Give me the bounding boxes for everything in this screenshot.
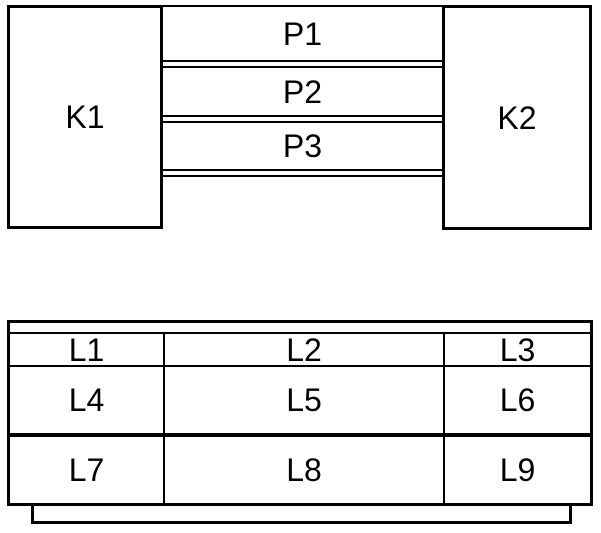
drawer-l2-label: L2: [286, 331, 322, 368]
drawer-cell-l9: L9: [445, 437, 590, 503]
panel-p1-label: P1: [282, 15, 323, 52]
plinth-base: [31, 506, 572, 524]
unit-k1-box: K1: [7, 5, 163, 229]
drawer-cell-l5: L5: [165, 367, 445, 433]
drawer-grid-box: L1 L2 L3 L4 L5 L6 L7 L8: [7, 320, 593, 506]
drawer-l5-label: L5: [286, 382, 322, 418]
drawer-cell-l2: L2: [165, 331, 445, 368]
drawer-cell-l8: L8: [165, 437, 445, 503]
panel-p2-label: P2: [282, 73, 323, 110]
drawer-cell-l4: L4: [10, 367, 165, 433]
drawer-row-2: L4 L5 L6: [10, 367, 590, 437]
panel-p3-label: P3: [282, 128, 323, 164]
panel-p2-band: P2: [161, 68, 444, 117]
drawer-l6-label: L6: [499, 382, 536, 418]
unit-k1-label: K1: [65, 99, 105, 135]
panel-divider-double-line: [161, 171, 444, 177]
unit-k2-label: K2: [497, 99, 537, 136]
drawer-cell-l7: L7: [10, 437, 165, 503]
drawer-l3-label: L3: [499, 331, 536, 368]
drawer-cell-l3: L3: [445, 331, 590, 368]
drawer-l7-label: L7: [68, 452, 105, 488]
panel-p1-band: P1: [161, 5, 444, 62]
panel-p3-band: P3: [161, 123, 444, 171]
drawer-cell-l6: L6: [445, 367, 590, 433]
panel-divider-double-line: [161, 62, 444, 68]
unit-k2-box: K2: [442, 5, 592, 230]
drawer-l8-label: L8: [286, 452, 322, 488]
drawer-l1-label: L1: [68, 331, 105, 368]
drawer-grid-top-strip: [10, 323, 590, 334]
drawer-cell-l1: L1: [10, 331, 165, 368]
panel-bands-group: P1 P2 P3: [161, 5, 444, 177]
drawer-row-1: L1 L2 L3: [10, 334, 590, 367]
panel-divider-double-line: [161, 117, 444, 123]
drawer-l9-label: L9: [499, 452, 536, 488]
drawer-l4-label: L4: [68, 382, 105, 418]
drawer-row-3: L7 L8 L9: [10, 437, 590, 503]
